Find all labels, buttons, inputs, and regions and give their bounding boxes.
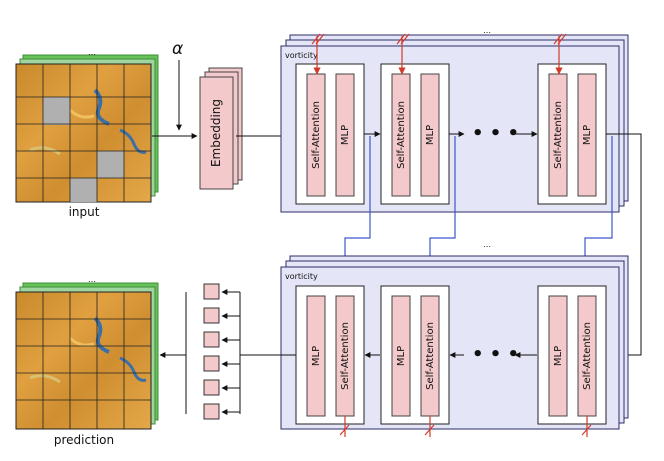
patch-cube bbox=[203, 283, 220, 300]
self-attention-label: Self-Attention bbox=[425, 322, 436, 390]
mlp-label: MLP bbox=[582, 125, 593, 145]
decoder-stack-ellipsis: ⋯ bbox=[483, 242, 491, 251]
decoder-block-3: MLP Self-Attention bbox=[537, 285, 607, 425]
embedding-block: Embedding bbox=[199, 67, 243, 190]
patch-cube bbox=[203, 403, 220, 420]
patch-cube bbox=[203, 379, 220, 396]
alpha-label: α bbox=[172, 39, 183, 59]
decoder-panel: vorticity ⋯ MLP Self-Attention MLP Self-… bbox=[280, 242, 629, 430]
mlp-label: MLP bbox=[311, 346, 322, 366]
self-attention-label: Self-Attention bbox=[553, 101, 564, 169]
input-stack-ellipsis: ⋯ bbox=[88, 50, 96, 59]
decoder-block-2: MLP Self-Attention bbox=[380, 285, 450, 425]
input-stack: ⋯ bbox=[15, 50, 159, 203]
encoder-red-inputs bbox=[311, 33, 567, 75]
patch-cube bbox=[203, 307, 220, 324]
decoder-group-label: vorticity bbox=[285, 272, 318, 281]
encoder-group-label: vorticity bbox=[285, 51, 318, 60]
decoder-block-ellipsis: • • • bbox=[472, 344, 519, 365]
input-label: input bbox=[69, 205, 100, 219]
embedding-label: Embedding bbox=[209, 99, 223, 167]
mlp-box bbox=[391, 295, 411, 417]
self-attention-label: Self-Attention bbox=[582, 322, 593, 390]
self-attention-label: Self-Attention bbox=[311, 101, 322, 169]
encoder-stack-ellipsis: ⋯ bbox=[483, 28, 491, 37]
self-attention-label: Self-Attention bbox=[396, 101, 407, 169]
patch-cube bbox=[203, 331, 220, 348]
patch-cube bbox=[203, 355, 220, 372]
mlp-label: MLP bbox=[425, 125, 436, 145]
decoder-block-1: MLP Self-Attention bbox=[295, 285, 365, 425]
encoder-block-3: Self-Attention MLP bbox=[537, 63, 607, 205]
encoder-block-2: Self-Attention MLP bbox=[380, 63, 450, 205]
mlp-label: MLP bbox=[396, 346, 407, 366]
mlp-box bbox=[420, 73, 440, 197]
encoder-block-1: Self-Attention MLP bbox=[295, 63, 365, 205]
decoder-red-outputs bbox=[339, 416, 592, 437]
mlp-box bbox=[335, 73, 355, 197]
mlp-label: MLP bbox=[340, 125, 351, 145]
output-patches bbox=[159, 283, 241, 420]
encoder-panel: vorticity ⋯ Self-Attention MLP Self-Atte… bbox=[280, 28, 629, 213]
encoder-block-ellipsis: • • • bbox=[472, 123, 519, 144]
mlp-box bbox=[577, 73, 597, 197]
prediction-label: prediction bbox=[54, 433, 114, 447]
self-attention-label: Self-Attention bbox=[340, 322, 351, 390]
mlp-box bbox=[306, 295, 326, 417]
prediction-stack: ⋯ bbox=[15, 277, 159, 430]
mlp-label: MLP bbox=[553, 346, 564, 366]
mlp-box bbox=[548, 295, 568, 417]
prediction-stack-ellipsis: ⋯ bbox=[88, 277, 96, 286]
